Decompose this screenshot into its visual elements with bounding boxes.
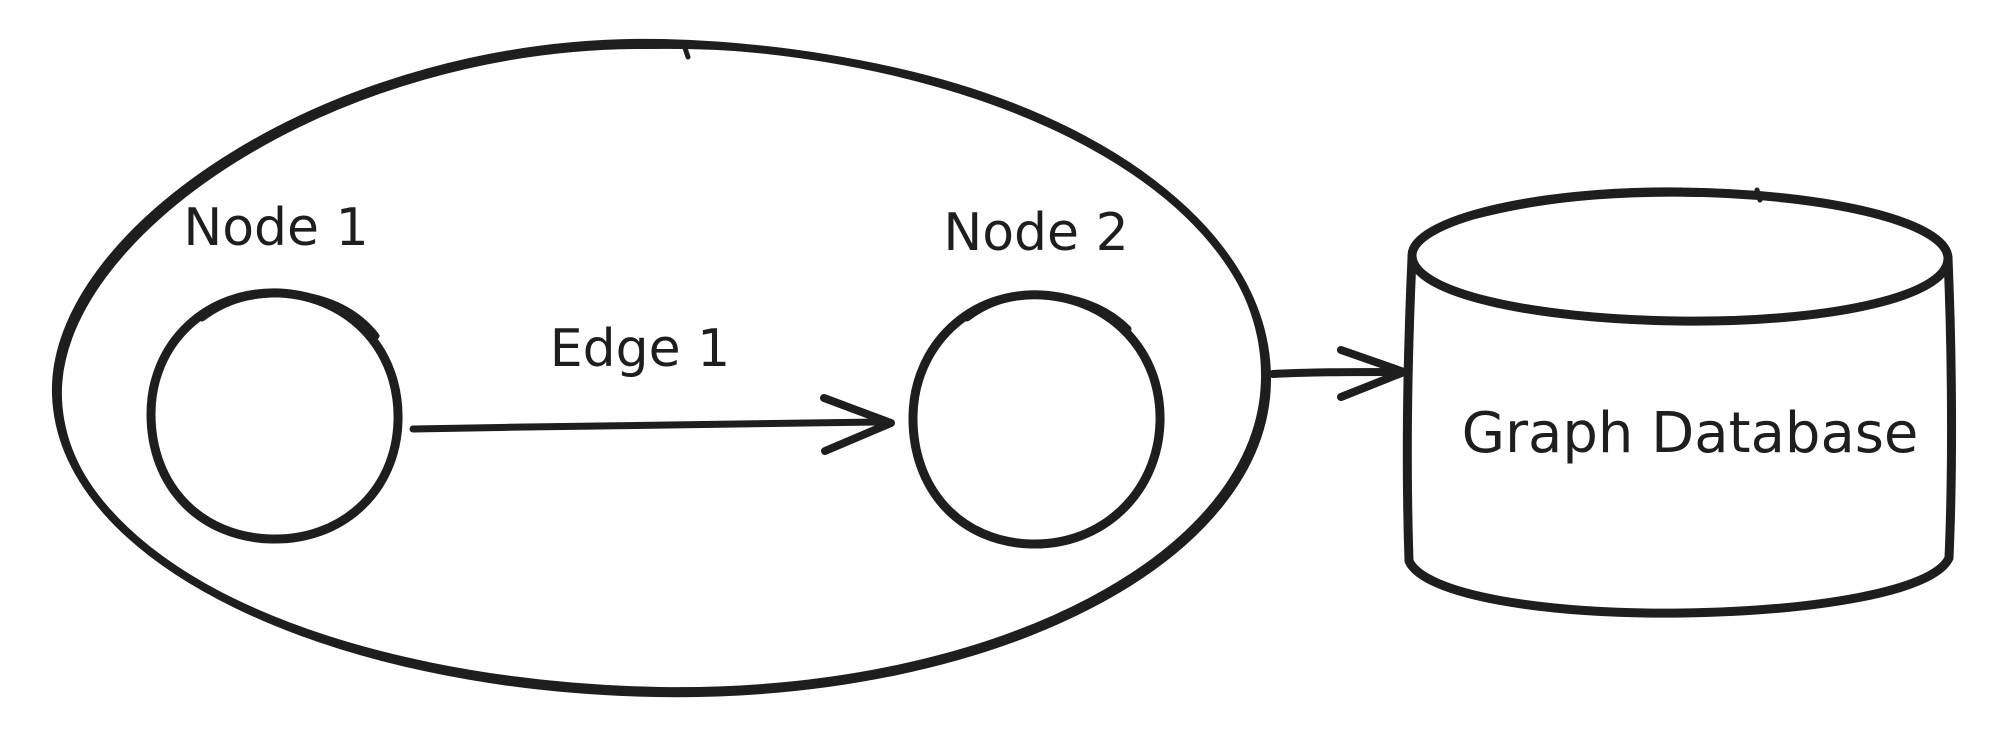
container-ellipse bbox=[51, 38, 1272, 698]
node2-label: Node 2 bbox=[943, 203, 1128, 263]
edge1-arrow-line bbox=[409, 418, 882, 433]
node2-circle-stroke bbox=[908, 290, 1165, 549]
database-cylinder-top-ellipse bbox=[1407, 187, 1953, 326]
database-cylinder-tick bbox=[1754, 187, 1763, 203]
node2-circle-overlap bbox=[963, 291, 1132, 333]
node1-circle bbox=[146, 288, 403, 544]
container-to-database-arrow-line bbox=[1269, 368, 1397, 378]
container-ellipse-stroke-2 bbox=[55, 42, 1268, 694]
node1-label: Node 1 bbox=[183, 198, 368, 258]
database-label: Graph Database bbox=[1462, 401, 1919, 466]
edge1-arrow bbox=[409, 394, 895, 455]
database-cylinder bbox=[1402, 187, 1957, 618]
edge1-label: Edge 1 bbox=[550, 319, 730, 379]
database-cylinder-top-overlap bbox=[1472, 190, 1703, 219]
node2-circle bbox=[908, 290, 1165, 549]
node1-circle-overlap bbox=[198, 290, 380, 340]
container-to-database-arrow bbox=[1269, 346, 1408, 401]
database-cylinder-body bbox=[1402, 253, 1957, 618]
edge1-arrowhead bbox=[820, 394, 895, 455]
container-ellipse-tick bbox=[681, 42, 691, 60]
node1-circle-stroke bbox=[146, 288, 403, 544]
